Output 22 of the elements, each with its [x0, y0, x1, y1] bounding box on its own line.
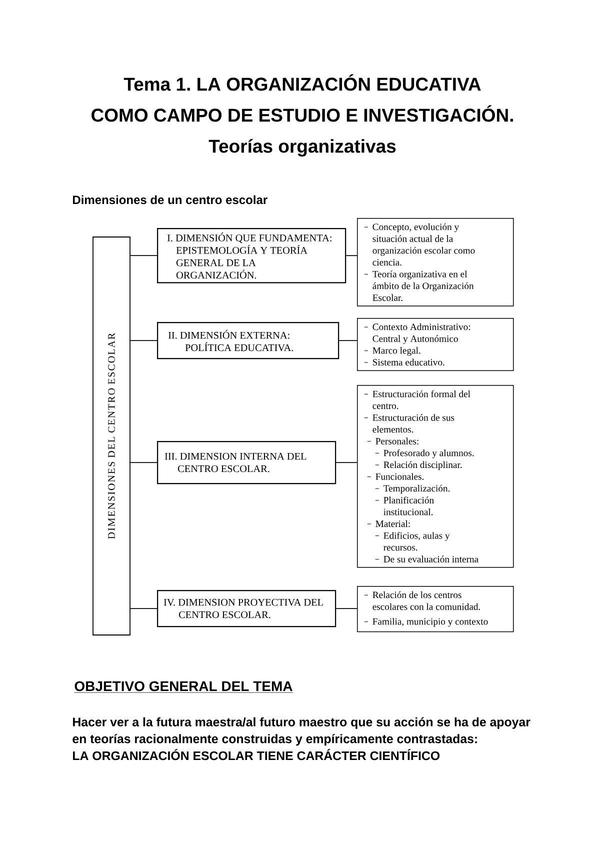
text-box: III. DIMENSION INTERNA DEL CENTRO ESCOLAR.: [157, 441, 336, 484]
connector-line: [338, 340, 358, 341]
connector-line: [130, 340, 158, 341]
section-heading: OBJETIVO GENERAL DEL TEMA: [74, 681, 293, 693]
vertical-box: DIMENSIONES DEL CENTRO ESCOLAR: [92, 236, 130, 636]
connector-line: [336, 462, 358, 463]
connector-line: [130, 255, 158, 256]
text-box: II. DIMENSIÓN EXTERNA: POLÍTICA EDUCATIVA.: [157, 322, 340, 360]
list-box: Estructuración formal del centro. Estructuración de sus elementos. Personales: Profesorado y alumnos. Relación disciplinar. Funcionales. Temporalización. Planificación institucional. Material: Edificios, aulas y recursos. De su evaluación interna: [357, 385, 514, 568]
list-box: Relación de los centros escolares con la comunidad. Familia, municipio y contexto: [357, 586, 514, 632]
section-heading: Dimensiones de un centro escolar: [73, 195, 268, 204]
paragraph: Hacer ver a la futura maestra/al futuro maestro que su acción se ha de apoyar en teorías racionalmente construidas y empíricamente contrastadas:: [72, 717, 530, 746]
text-box: I. DIMENSIÓN QUE FUNDAMENTA: EPISTEMOLOGÍA Y TEORÍA GENERAL DE LA ORGANIZACIÓN.: [157, 228, 346, 284]
text-box: IV. DIMENSION PROYECTIVA DEL CENTRO ESCOLAR.: [157, 590, 336, 628]
connector-line: [346, 255, 358, 256]
body-text: LA ORGANIZACIÓN ESCOLAR TIENE CARÁCTER CIENTÍFICO: [73, 749, 440, 760]
connector-line: [336, 608, 358, 609]
connector-line: [130, 608, 158, 609]
title: Tema 1. LA ORGANIZACIÓN EDUCATIVA COMO CAMPO DE ESTUDIO E INVESTIGACIÓN. Teorías organizativas: [92, 74, 513, 157]
list-box: Concepto, evolución y situación actual de la organización escolar como ciencia. Teoría organizativa en el ámbito de la Organización Escolar.: [357, 218, 514, 306]
connector-line: [130, 462, 158, 463]
list-box: Contexto Administrativo: Central y Autonómico Marco legal. Sistema educativo.: [357, 318, 514, 371]
